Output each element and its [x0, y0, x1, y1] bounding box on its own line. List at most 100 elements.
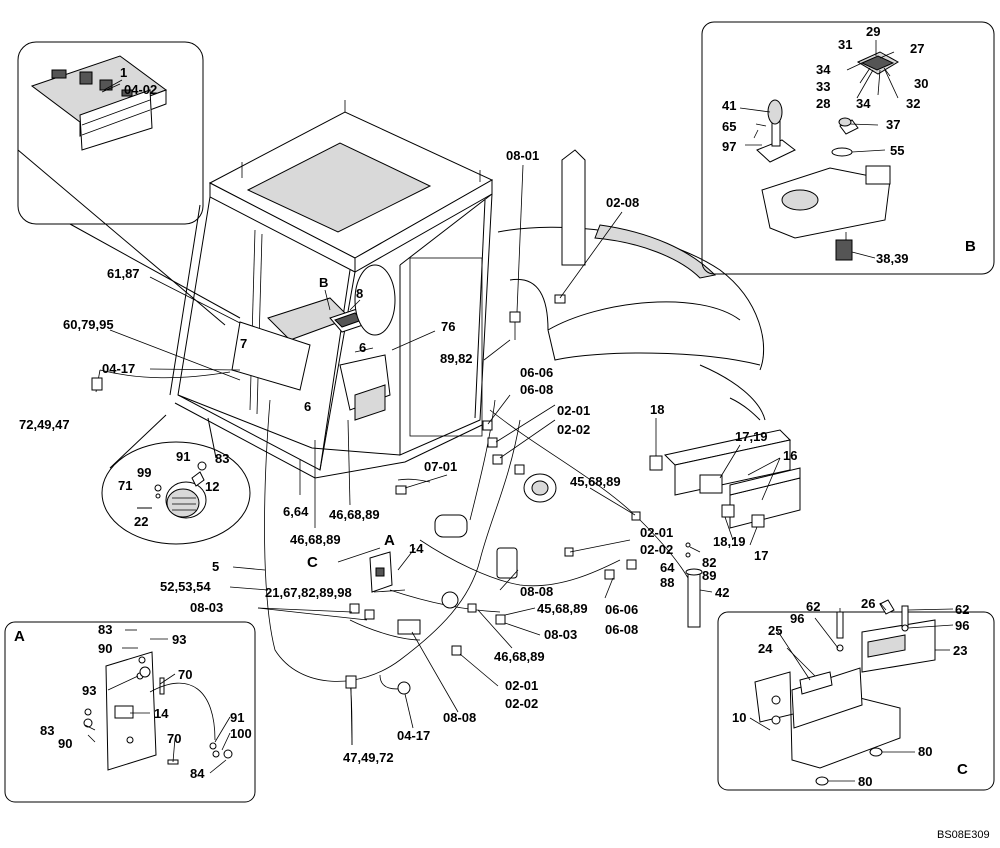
callout-99: 99: [137, 465, 151, 480]
callout-a-91: 91: [230, 710, 244, 725]
callout-08-08-b: 08-08: [443, 710, 476, 725]
callout-b-30: 30: [914, 76, 928, 91]
callout-a-70-b: 70: [167, 731, 181, 746]
electrical-harness: [91, 369, 801, 746]
callout-08-01: 08-01: [506, 148, 539, 163]
callout-a-70-a: 70: [178, 667, 192, 682]
leader-lines: [84, 40, 954, 782]
callout-c-25: 25: [768, 623, 782, 638]
callout-8: 8: [356, 286, 363, 301]
callout-61-87: 61,87: [107, 266, 140, 281]
callout-c-24: 24: [758, 641, 773, 656]
callout-46-68-89-c: 46,68,89: [494, 649, 545, 664]
callout-45-68-89-a: 45,68,89: [570, 474, 621, 489]
callout-83-top: 83: [215, 451, 229, 466]
callout-a-83-a: 83: [98, 622, 112, 637]
callout-04-02: 04-02: [124, 82, 157, 97]
callout-1: 1: [120, 65, 127, 80]
detail-panel-B: [701, 21, 995, 275]
callout-a-83-b: 83: [40, 723, 54, 738]
callout-c-96-b: 96: [955, 618, 969, 633]
callout-46-68-89-a: 46,68,89: [329, 507, 380, 522]
callout-a-93-b: 93: [82, 683, 96, 698]
callout-a-90-a: 90: [98, 641, 112, 656]
callout-b-29: 29: [866, 24, 880, 39]
callout-c-62-a: 62: [806, 599, 820, 614]
callout-08-08-a: 08-08: [520, 584, 553, 599]
callout-17-19: 17,19: [735, 429, 768, 444]
callout-12: 12: [205, 479, 219, 494]
view-label-C: C: [957, 761, 968, 778]
callout-b-34-a: 34: [816, 62, 831, 77]
callout-42: 42: [715, 585, 729, 600]
callout-c-96-a: 96: [790, 611, 804, 626]
callout-02-02-c: 02-02: [505, 696, 538, 711]
callout-22: 22: [134, 514, 148, 529]
callout-82: 82: [702, 555, 716, 570]
view-label-A: A: [14, 628, 25, 645]
cab-assembly: [169, 100, 494, 479]
callout-b-97: 97: [722, 139, 736, 154]
callout-02-02-b: 02-02: [640, 542, 673, 557]
callout-06-08-b: 06-08: [605, 622, 638, 637]
callout-view-A-main: A: [384, 532, 395, 549]
callout-02-01-c: 02-01: [505, 678, 538, 693]
callout-6-a: 6: [359, 340, 366, 355]
callout-02-08: 02-08: [606, 195, 639, 210]
detail-panel-A: [4, 621, 256, 803]
callout-b-55: 55: [890, 143, 904, 158]
callout-45-68-89-b: 45,68,89: [537, 601, 588, 616]
callout-b-28: 28: [816, 96, 830, 111]
callout-b-32: 32: [906, 96, 920, 111]
callout-07-01: 07-01: [424, 459, 457, 474]
callout-08-03-a: 08-03: [190, 600, 223, 615]
callout-7: 7: [240, 336, 247, 351]
callout-b-38-39: 38,39: [876, 251, 909, 266]
callout-5: 5: [212, 559, 219, 574]
callout-b-34-b: 34: [856, 96, 871, 111]
callout-71: 71: [118, 478, 132, 493]
callout-76: 76: [441, 319, 455, 334]
callout-6-64: 6,64: [283, 504, 309, 519]
callout-89: 89: [702, 568, 716, 583]
callout-06-06-a: 06-06: [520, 365, 553, 380]
callout-b-31: 31: [838, 37, 852, 52]
machine-body: [497, 149, 766, 421]
callout-52-53-54: 52,53,54: [160, 579, 211, 594]
callout-91-top: 91: [176, 449, 190, 464]
callout-04-17-a: 04-17: [102, 361, 135, 376]
detail-panel-C: [717, 599, 995, 791]
callout-b-41: 41: [722, 98, 736, 113]
callout-64: 64: [660, 560, 675, 575]
detail-panel-1: [17, 41, 241, 326]
callout-b-27: 27: [910, 41, 924, 56]
callout-view-C-main: C: [307, 554, 318, 571]
callout-a-84: 84: [190, 766, 205, 781]
callout-08-03-b: 08-03: [544, 627, 577, 642]
callout-72-49-47: 72,49,47: [19, 417, 70, 432]
callout-labels: 1 04-02 61,87 60,79,95 B 8 7 76 6 6 04-1…: [14, 24, 990, 841]
callout-c-10: 10: [732, 710, 746, 725]
callout-c-23: 23: [953, 643, 967, 658]
callout-89-82: 89,82: [440, 351, 473, 366]
callout-04-17-b: 04-17: [397, 728, 430, 743]
callout-02-02-a: 02-02: [557, 422, 590, 437]
callout-c-62-b: 62: [955, 602, 969, 617]
callout-02-01-b: 02-01: [640, 525, 673, 540]
callout-88: 88: [660, 575, 674, 590]
callout-06-08-a: 06-08: [520, 382, 553, 397]
callout-b-65: 65: [722, 119, 736, 134]
callout-16: 16: [783, 448, 797, 463]
callout-46-68-89-b: 46,68,89: [290, 532, 341, 547]
callout-47-49-72: 47,49,72: [343, 750, 394, 765]
callout-c-80-a: 80: [918, 744, 932, 759]
callout-14-main: 14: [409, 541, 424, 556]
callout-a-14: 14: [154, 706, 169, 721]
callout-c-26: 26: [861, 596, 875, 611]
callout-a-93-a: 93: [172, 632, 186, 647]
callout-view-B-main: B: [319, 275, 328, 290]
callout-a-100: 100: [230, 726, 252, 741]
callout-c-80-b: 80: [858, 774, 872, 789]
callout-18: 18: [650, 402, 664, 417]
